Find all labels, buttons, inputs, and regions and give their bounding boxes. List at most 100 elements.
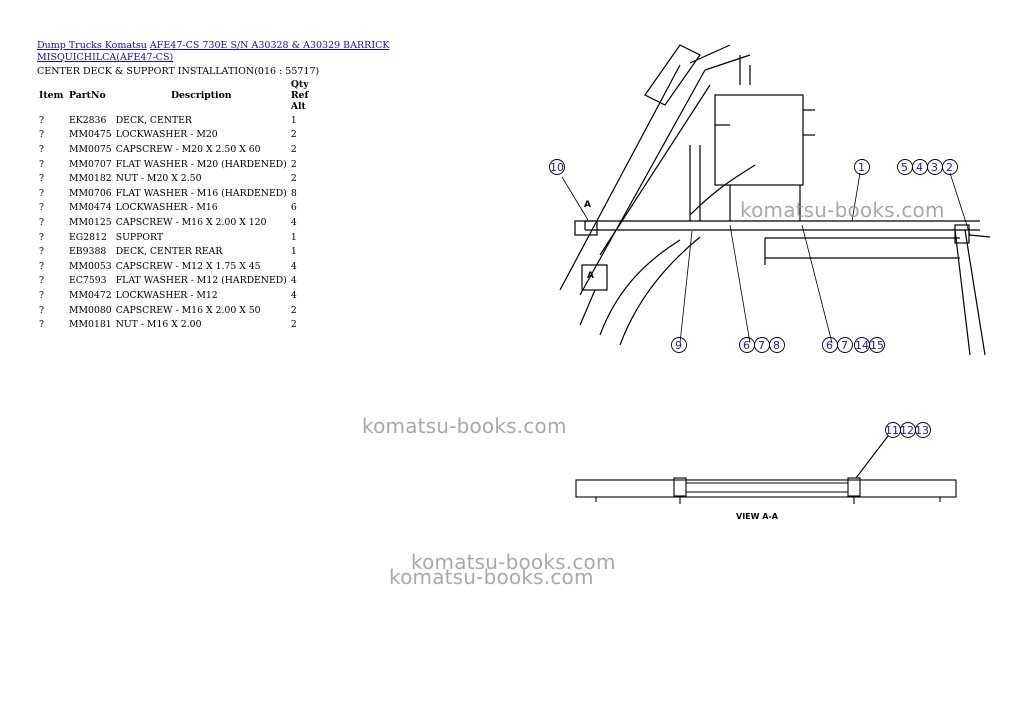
row-item: ? (39, 231, 44, 243)
row-qty: 4 (290, 260, 297, 272)
row-item: ? (39, 114, 44, 126)
breadcrumb-link-category[interactable]: Dump Trucks Komatsu (37, 40, 147, 51)
row-item: ? (39, 275, 44, 287)
callout-2: 2 (946, 161, 953, 174)
row-partno: EC7593 (69, 275, 107, 287)
row-description: LOCKWASHER - M12 (115, 289, 218, 301)
row-qty: 4 (290, 289, 297, 301)
row-partno: MM0472 (69, 289, 112, 301)
parts-table: Item PartNo Description Qty Ref Alt ? EK2… (37, 78, 311, 332)
row-qty: 2 (290, 143, 297, 155)
callout-14: 14 (855, 339, 869, 352)
row-qty: 2 (290, 304, 297, 316)
table-row: ? EC7593 FLAT WASHER - M12 (HARDENED)4 (37, 274, 311, 289)
row-partno: MM0475 (69, 129, 112, 141)
header-item: Item (39, 90, 64, 101)
diagram-callouts: 10 1 5 4 3 2 9 6 7 8 6 7 14 15 A A (549, 159, 958, 353)
header-qty-ref-alt: Qty Ref Alt (290, 79, 309, 112)
row-item: ? (39, 187, 44, 199)
row-item: ? (39, 202, 44, 214)
section-marker-a-top: A (584, 200, 591, 210)
row-description: LOCKWASHER - M20 (115, 129, 218, 141)
section-title: CENTER DECK & SUPPORT INSTALLATION(016 :… (37, 66, 320, 77)
row-description: NUT - M20 X 2.50 (115, 173, 202, 185)
row-description: LOCKWASHER - M16 (115, 202, 218, 214)
row-description: DECK, CENTER (115, 114, 192, 126)
callout-9: 9 (675, 339, 682, 352)
callout-7a: 7 (758, 339, 765, 352)
view-callouts: 11 12 13 (885, 422, 931, 438)
callout-10: 10 (550, 161, 564, 174)
row-item: ? (39, 173, 44, 185)
row-partno: MM0075 (69, 143, 112, 155)
row-qty: 8 (290, 187, 297, 199)
row-partno: MM0706 (69, 187, 112, 199)
callout-1: 1 (858, 161, 865, 174)
row-qty: 2 (290, 158, 297, 170)
row-description: CAPSCREW - M16 X 2.00 X 120 (115, 216, 267, 228)
row-partno: MM0080 (69, 304, 112, 316)
row-qty: 1 (290, 246, 297, 258)
row-partno: MM0181 (69, 319, 112, 331)
row-partno: EK2836 (69, 114, 107, 126)
callout-7b: 7 (841, 339, 848, 352)
row-partno: EG2812 (69, 231, 107, 243)
watermark: komatsu-books.com (362, 414, 567, 438)
view-label: VIEW A-A (736, 512, 779, 521)
row-item: ? (39, 289, 44, 301)
parts-table-header: Item PartNo Description Qty Ref Alt (37, 78, 311, 113)
callout-5: 5 (901, 161, 908, 174)
row-description: FLAT WASHER - M12 (HARDENED) (115, 275, 287, 287)
row-partno: MM0053 (69, 260, 112, 272)
callout-4: 4 (916, 161, 923, 174)
row-description: FLAT WASHER - M20 (HARDENED) (115, 158, 287, 170)
watermark: komatsu-books.com (411, 550, 616, 574)
row-description: SUPPORT (115, 231, 164, 243)
row-qty: 4 (290, 275, 297, 287)
watermark: komatsu-books.com (389, 565, 594, 589)
row-item: ? (39, 260, 44, 272)
callout-8: 8 (773, 339, 780, 352)
row-description: CAPSCREW - M16 X 2.00 X 50 (115, 304, 261, 316)
watermark: komatsu-books.com (740, 198, 945, 222)
row-qty: 1 (290, 231, 297, 243)
row-partno: MM0707 (69, 158, 112, 170)
table-row: ? EG2812 SUPPORT 1 (37, 230, 311, 245)
center-deck-diagram: 10 1 5 4 3 2 9 6 7 8 6 7 14 15 A A (549, 44, 991, 356)
row-description: CAPSCREW - M12 X 1.75 X 45 (115, 260, 261, 272)
row-description: CAPSCREW - M20 X 2.50 X 60 (115, 143, 261, 155)
row-qty: 2 (290, 129, 297, 141)
header-partno: PartNo (69, 90, 106, 101)
row-qty: 2 (290, 173, 297, 185)
row-partno: MM0474 (69, 202, 112, 214)
row-item: ? (39, 216, 44, 228)
row-item: ? (39, 143, 44, 155)
row-item: ? (39, 158, 44, 170)
callout-11: 11 (885, 424, 899, 437)
row-qty: 4 (290, 216, 297, 228)
row-item: ? (39, 304, 44, 316)
view-a-a-diagram: 11 12 13 VIEW A-A (575, 422, 957, 521)
row-qty: 2 (290, 319, 297, 331)
row-item: ? (39, 246, 44, 258)
callout-12: 12 (900, 424, 914, 437)
row-partno: EB9388 (69, 246, 107, 258)
row-description: NUT - M16 X 2.00 (115, 319, 202, 331)
row-description: FLAT WASHER - M16 (HARDENED) (115, 187, 287, 199)
callout-3: 3 (931, 161, 938, 174)
breadcrumb-link-model[interactable]: AFE47-CS 730E S/N A30328 & A30329 BARRIC… (37, 40, 390, 63)
row-item: ? (39, 319, 44, 331)
callout-15: 15 (870, 339, 884, 352)
header-description: Description (170, 90, 232, 101)
